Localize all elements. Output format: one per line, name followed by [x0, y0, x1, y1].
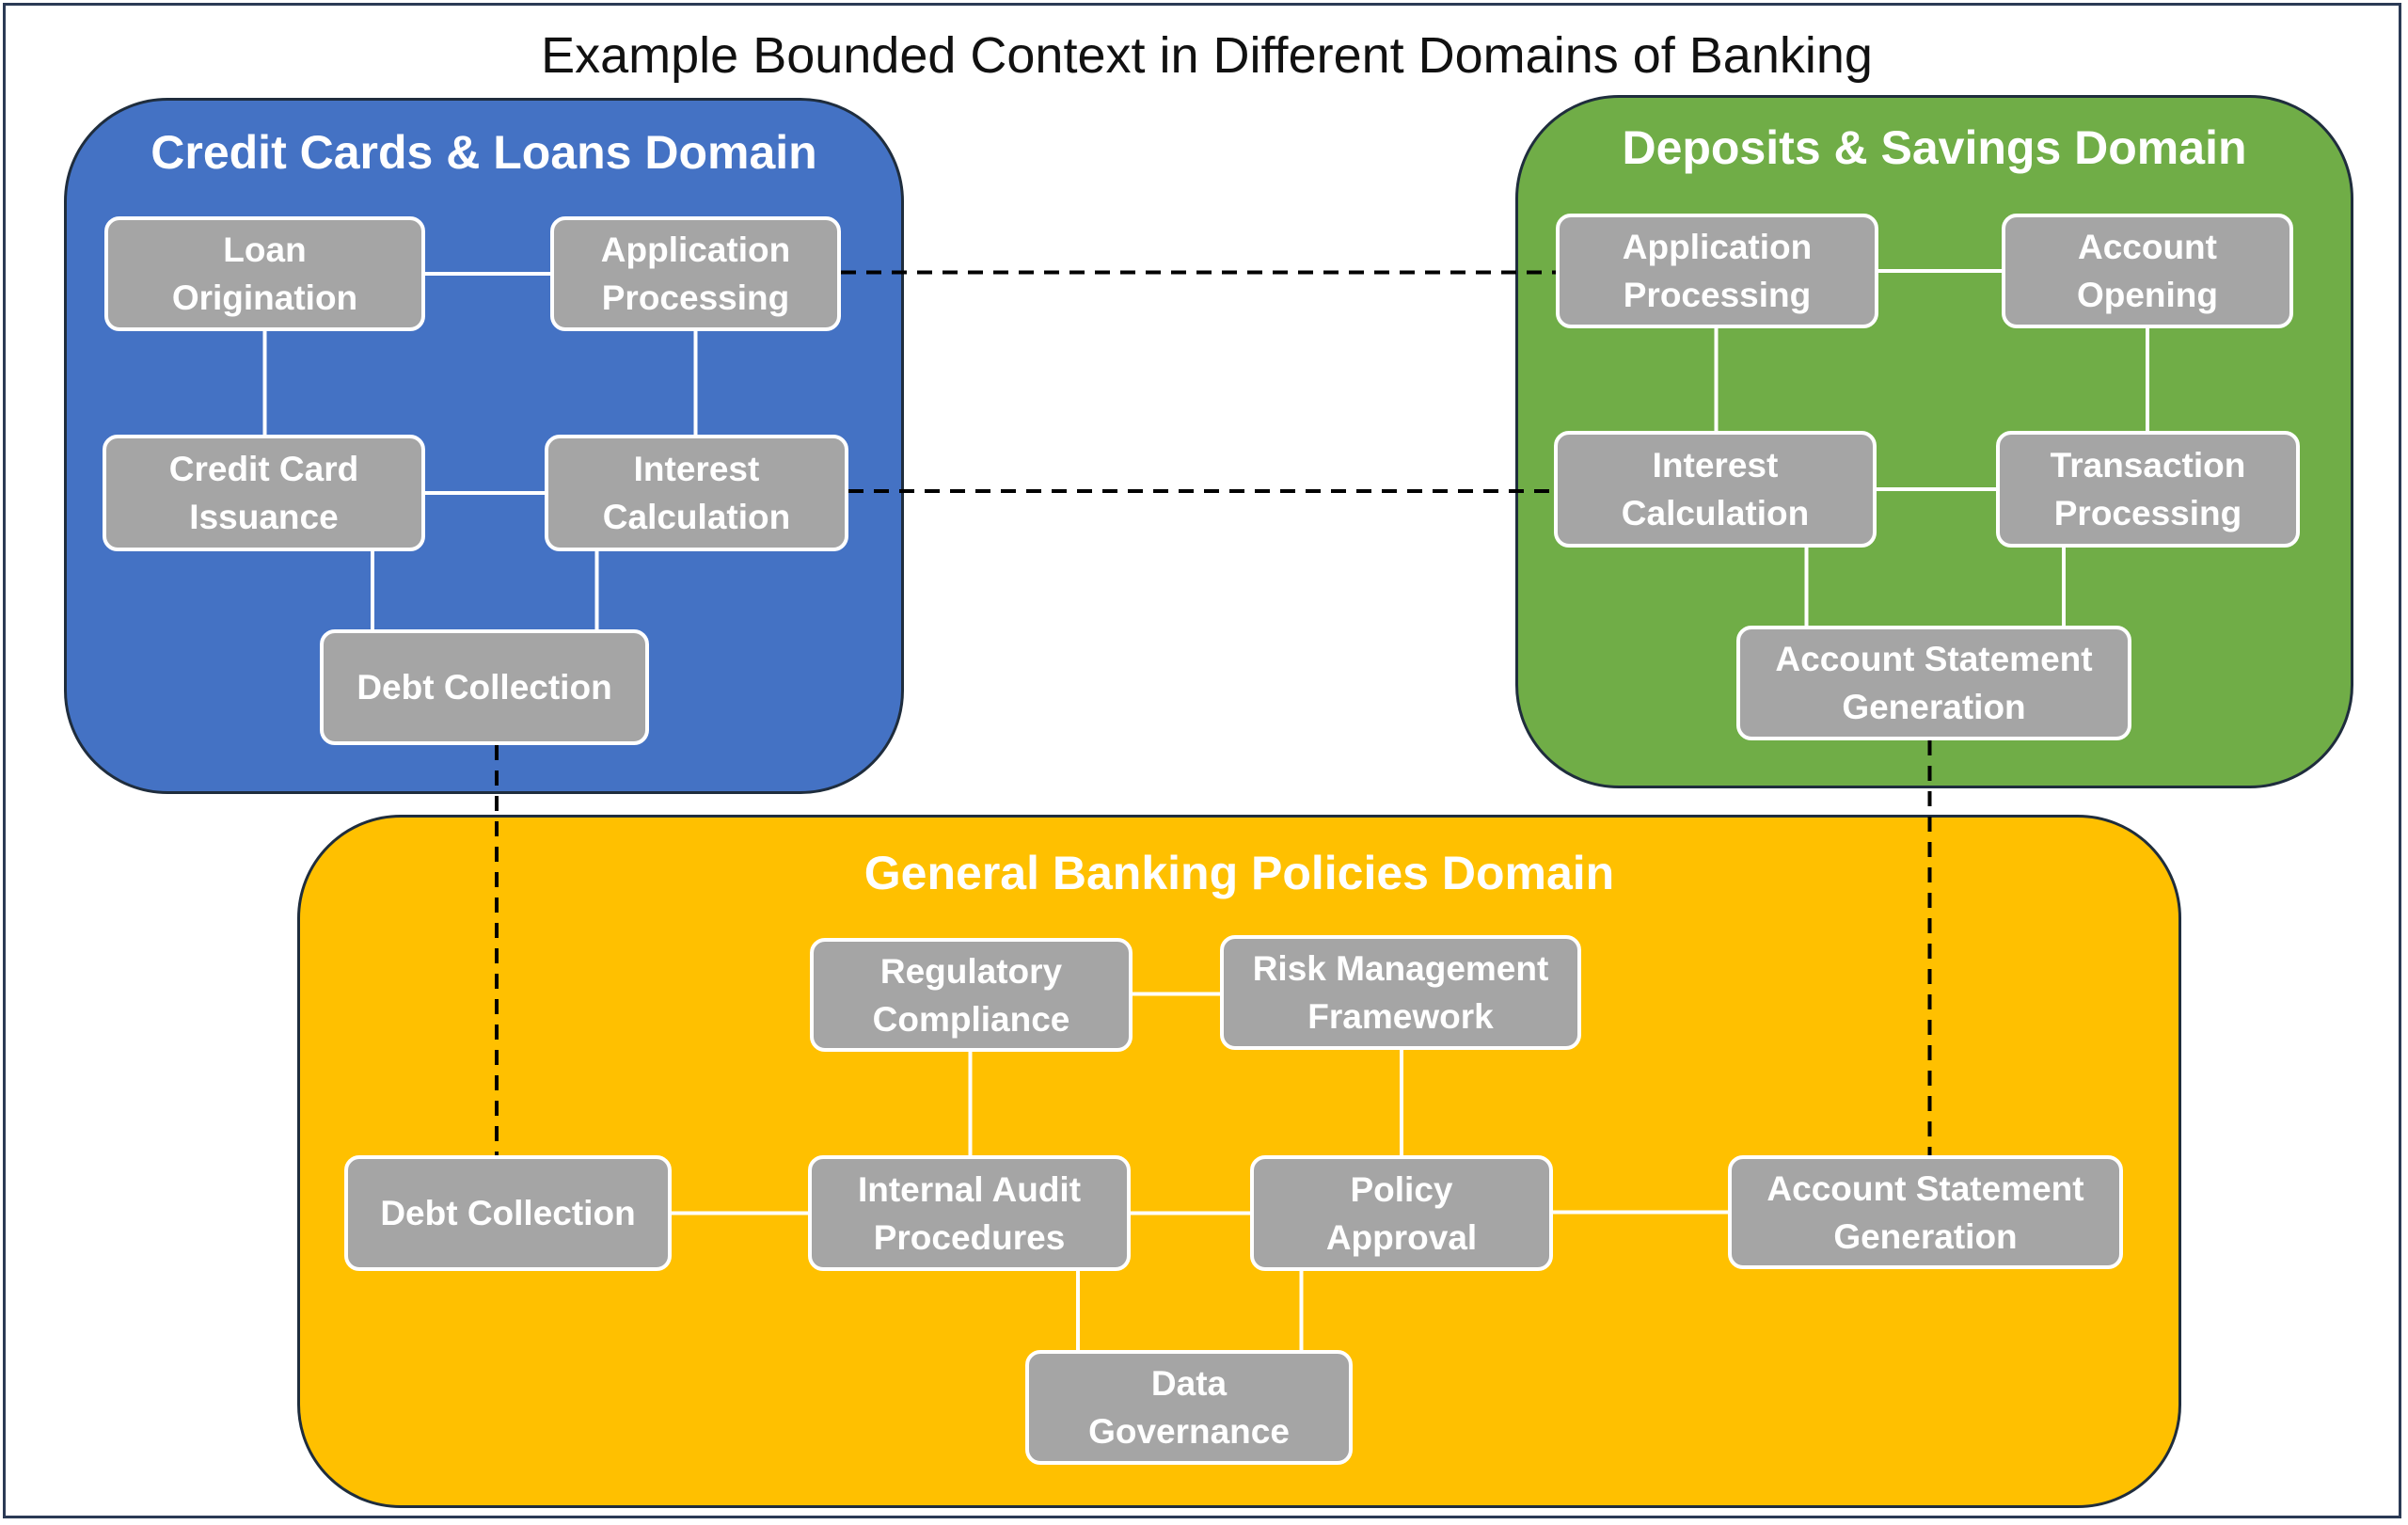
- node-application-processing-credit[interactable]: Application Processing: [550, 216, 841, 331]
- node-credit-card-issuance[interactable]: Credit Card Issuance: [103, 435, 425, 551]
- node-application-processing-deposits[interactable]: Application Processing: [1556, 214, 1878, 328]
- node-debt-collection-credit[interactable]: Debt Collection: [320, 629, 649, 745]
- node-debt-collection-general[interactable]: Debt Collection: [344, 1155, 672, 1271]
- diagram-frame: Example Bounded Context in Different Dom…: [3, 3, 2401, 1518]
- node-transaction-processing[interactable]: Transaction Processing: [1996, 431, 2300, 548]
- credit-domain-title: Credit Cards & Loans Domain: [150, 126, 817, 179]
- node-account-opening[interactable]: Account Opening: [2002, 214, 2293, 328]
- node-account-statement-generation-deposits[interactable]: Account Statement Generation: [1736, 626, 2131, 740]
- node-policy-approval[interactable]: Policy Approval: [1250, 1155, 1553, 1271]
- node-interest-calculation-deposits[interactable]: Interest Calculation: [1554, 431, 1877, 548]
- node-loan-origination[interactable]: Loan Origination: [104, 216, 425, 331]
- nodes-layer: Loan Origination Application Processing …: [6, 6, 2399, 1516]
- general-domain-title: General Banking Policies Domain: [863, 847, 1615, 899]
- node-account-statement-generation-general[interactable]: Account Statement Generation: [1728, 1155, 2123, 1269]
- node-risk-management-framework[interactable]: Risk Management Framework: [1220, 935, 1581, 1050]
- node-data-governance[interactable]: Data Governance: [1025, 1350, 1353, 1465]
- diagram-title: Example Bounded Context in Different Dom…: [541, 27, 1873, 84]
- node-internal-audit-procedures[interactable]: Internal Audit Procedures: [808, 1155, 1131, 1271]
- node-regulatory-compliance[interactable]: Regulatory Compliance: [810, 938, 1133, 1052]
- deposits-domain-title: Deposits & Savings Domain: [1622, 121, 2247, 174]
- connection-lines: [262, 269, 2149, 1350]
- node-interest-calculation-credit[interactable]: Interest Calculation: [545, 435, 848, 551]
